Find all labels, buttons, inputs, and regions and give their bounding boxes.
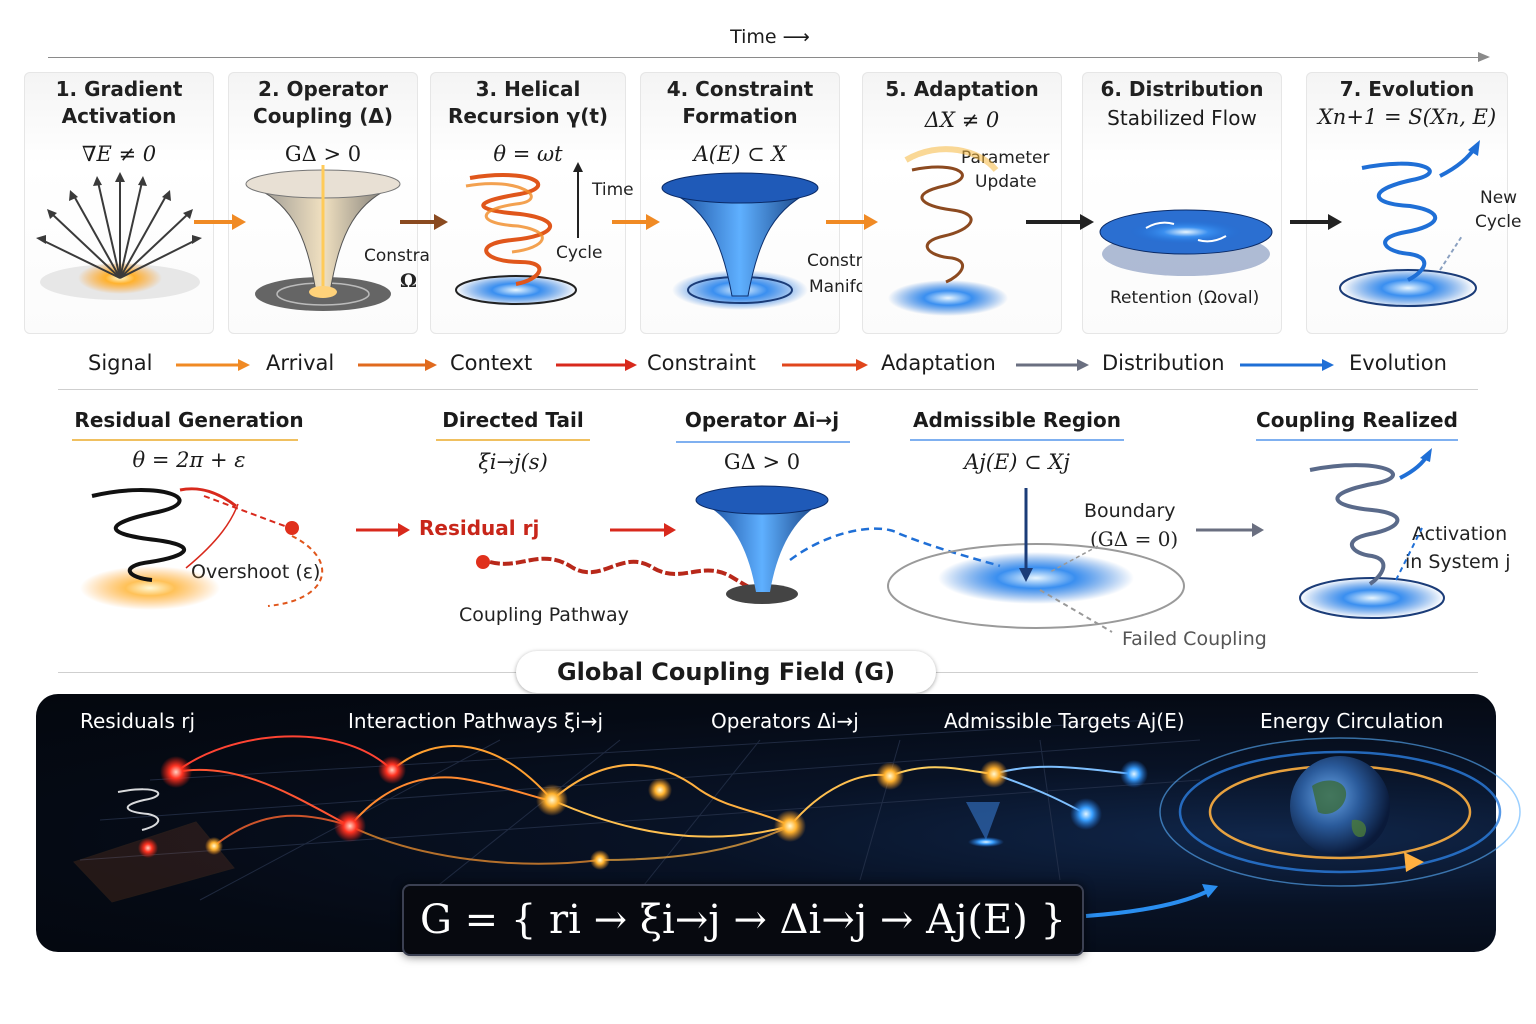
flow-context: Context [450,351,533,375]
stage-formula-directed-tail: ξi→j(s) [478,450,548,474]
panel-title: 7. Evolution [1339,77,1475,101]
stage-title-operator: Operator Δi→j [684,408,840,432]
timeline-axis [48,57,1488,58]
overshoot-note: Overshoot (ε) [191,561,321,583]
update-note: Update [975,172,1037,192]
boundary-formula-note: (GΔ = 0) [1090,527,1179,551]
flow-evolution: Evolution [1349,351,1447,375]
panel-helical-recursion: 3. Helical Recursion γ(t) θ = ωt Time Cy… [430,72,634,334]
label-pathways: Interaction Pathways ξi→j [348,709,604,733]
panel-formula: ΔX ≠ 0 [924,108,1000,132]
in-system-note: in System j [1405,551,1511,573]
panel-title: 2. Operator Coupling (Δ) [253,77,393,128]
label-energy-circulation: Energy Circulation [1260,709,1444,733]
retention-note: Retention (Ωoval) [1110,288,1260,308]
stage-formula-operator: GΔ > 0 [723,450,801,474]
flow-distribution: Distribution [1102,351,1225,375]
failed-coupling-note: Failed Coupling [1122,628,1267,650]
panel-formula: A(E) ⊂ X [693,142,787,166]
panel-gradient-activation: 1. Gradient Activation ∇E ≠ 0 [24,72,214,334]
panel-formula: GΔ > 0 [284,142,362,166]
boundary-note: Boundary [1084,500,1176,522]
residual-label: Residual rj [419,516,540,540]
global-formula: G = { ri → ξi→j → Δi→j → Aj(E) } [419,897,1066,943]
cycle-note: Cycle [556,243,603,263]
panel-title: 3. Helical Recursion γ(t) [447,77,609,128]
activation-note: Activation [1412,523,1508,545]
global-formula-box: G = { ri → ξi→j → Δi→j → Aj(E) } [402,884,1084,956]
stage-formula-admissible: Aj(E) ⊂ Xj [964,450,1070,474]
panel-distribution: 6. Distribution Stabilized Flow Retentio… [1082,72,1282,334]
label-operators: Operators Δi→j [711,709,859,733]
stage-title-residual: Residual Generation [74,408,304,432]
flow-constraint: Constraint [647,351,756,375]
panel-subtitle: Stabilized Flow [1107,106,1257,130]
global-coupling-title: Global Coupling Field (G) [516,651,936,693]
stage-formula-residual: θ = 2π + ε [132,448,246,472]
panel-title: 4. Constraint Formation [666,77,814,128]
stage-title-coupling-realized: Coupling Realized [1256,408,1458,432]
coupling-pathway-note: Coupling Pathway [459,604,629,626]
panel-evolution: 7. Evolution Xn+1 = S(Xn, E) New Cycle [1306,72,1521,334]
parameter-note: Parameter [961,148,1050,168]
panel-formula: Xn+1 = S(Xn, E) [1317,105,1497,129]
section-divider [58,389,1478,390]
omega-note: Ω [400,270,417,292]
panel-title: 6. Distribution [1100,77,1264,101]
time-note: Time [592,180,634,200]
panel-title: 5. Adaptation [885,77,1039,101]
flow-arrival: Arrival [266,351,335,375]
label-admissible-targets: Admissible Targets Aj(E) [944,709,1185,733]
timeline-label: Time ⟶ [730,26,810,48]
cycle-note: Cycle [1475,212,1522,232]
stage-title-admissible: Admissible Region [913,408,1121,432]
new-note: New [1480,188,1518,208]
flow-signal: Signal [88,351,153,375]
panel-title: 1. Gradient Activation [55,77,183,128]
panel-adaptation: 5. Adaptation ΔX ≠ 0 Parameter Update [862,72,1062,334]
panel-formula: θ = ωt [493,142,563,166]
flow-adaptation: Adaptation [881,351,996,375]
panel-operator-coupling: 2. Operator Coupling (Δ) GΔ > 0 Constrai… [228,72,452,334]
residual-spiral-icon [80,487,323,610]
stage-title-directed-tail: Directed Tail [442,408,584,432]
label-residuals: Residuals rj [80,709,196,733]
panel-formula: ∇E ≠ 0 [81,142,157,166]
